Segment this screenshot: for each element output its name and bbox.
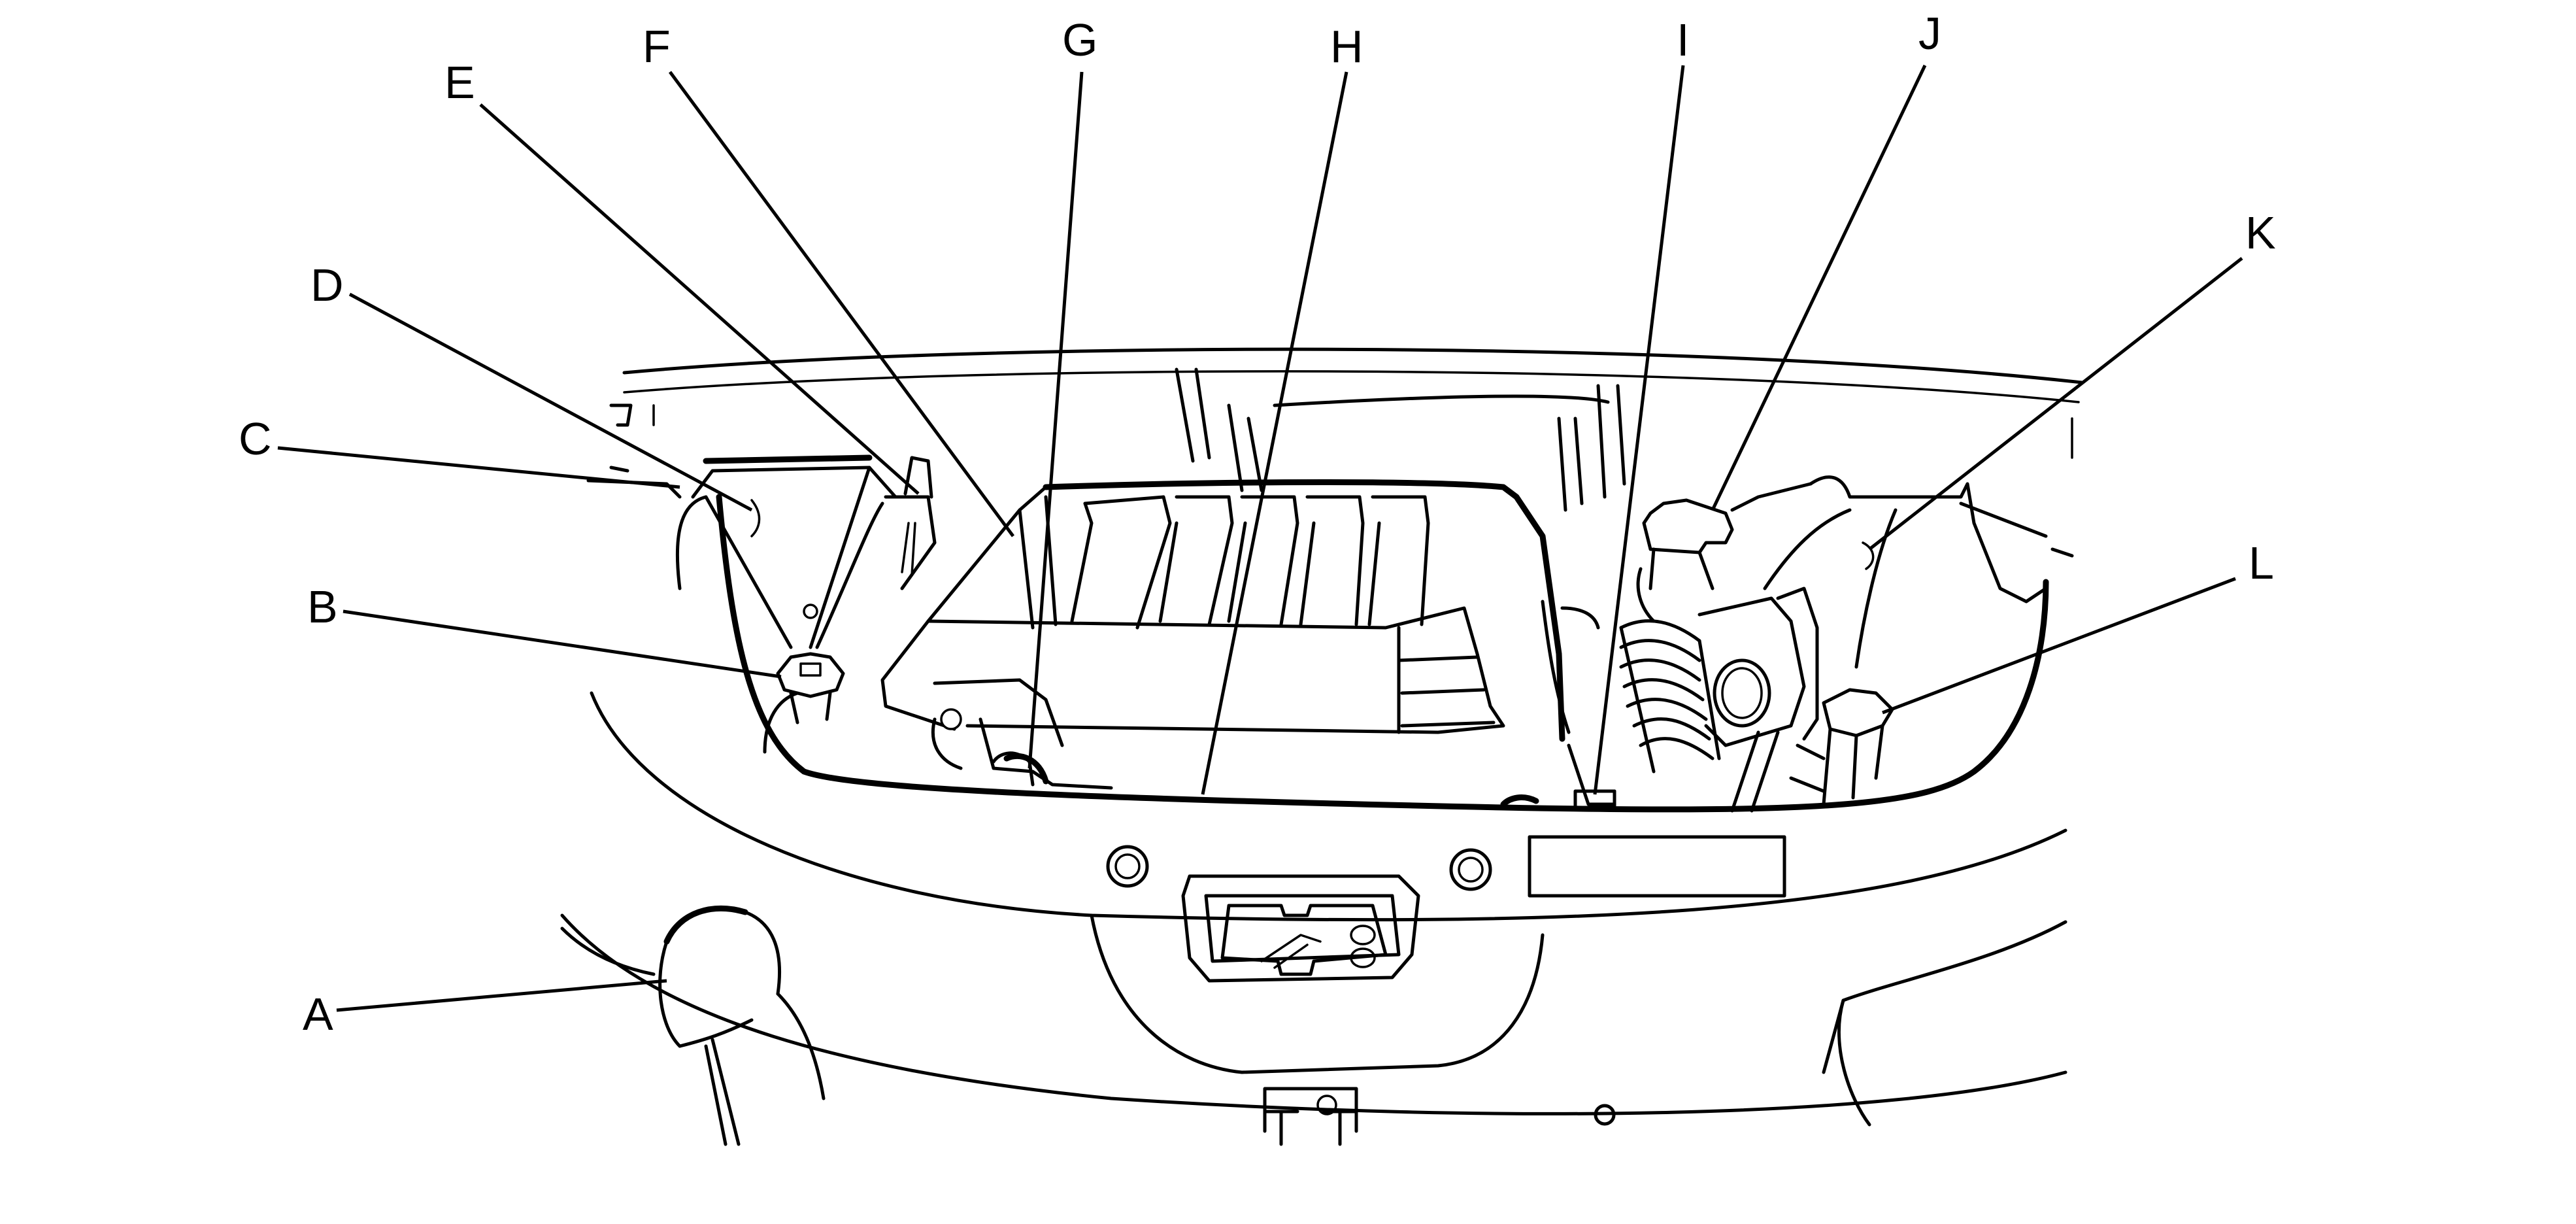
leader-line-k [1868,257,2243,551]
leader-line-g [1028,71,1084,769]
callout-l: L [2249,537,2274,588]
callout-d: D [310,260,344,311]
callout-e: E [444,57,475,108]
leader-line-b [343,609,782,679]
callout-i: I [1677,14,1689,65]
callout-h: H [1330,21,1363,72]
callout-labels: A B C D E F G H I J K L [239,8,2276,1040]
leader-line-f [668,71,1015,537]
callout-g: G [1062,14,1097,65]
callout-b: B [307,581,338,632]
callout-leader-lines [277,64,2243,1012]
leader-line-c [277,446,680,489]
leader-line-a [336,979,667,1012]
callout-k: K [2245,207,2276,258]
callout-f: F [643,21,671,72]
callout-c: C [239,413,272,464]
leader-line-l [1882,577,2236,715]
leader-line-h [1201,71,1348,795]
leader-line-e [479,103,920,495]
leader-line-j [1711,64,1927,511]
leader-line-i [1593,65,1685,795]
leader-line-d [348,292,753,512]
engine-compartment-drawing [560,347,2084,1146]
callout-a: A [303,989,333,1040]
callout-j: J [1918,8,1941,59]
